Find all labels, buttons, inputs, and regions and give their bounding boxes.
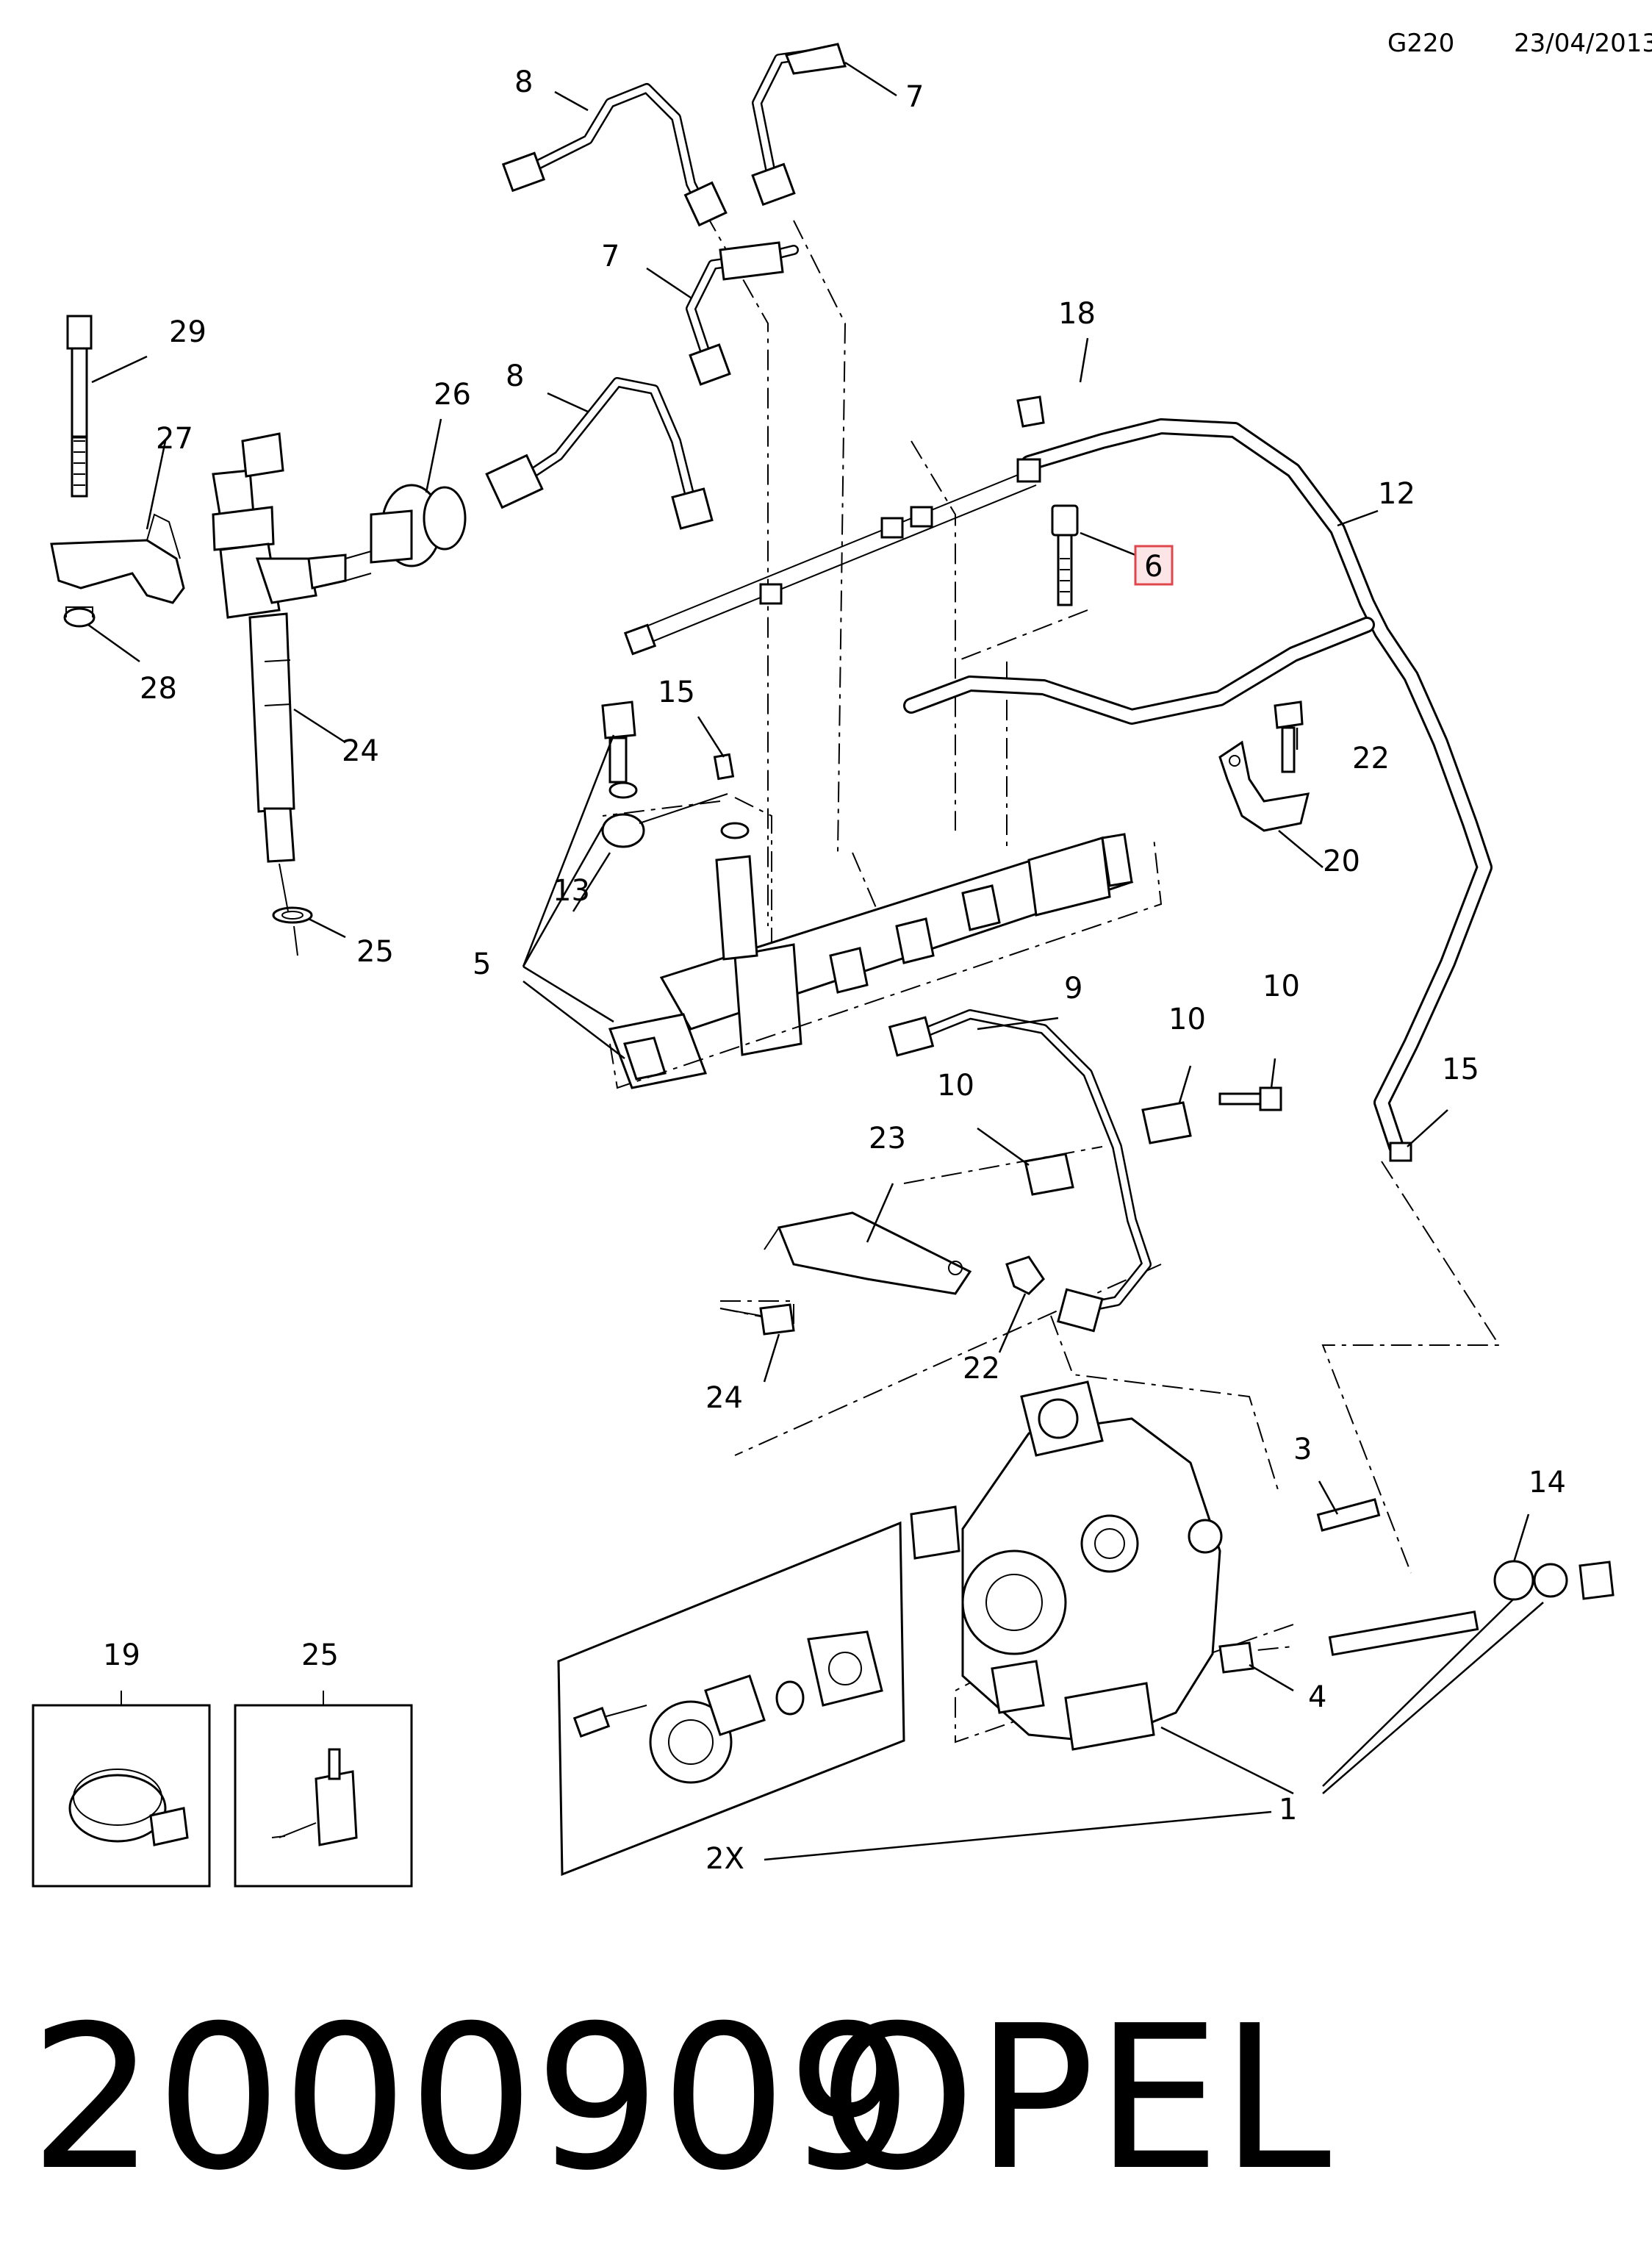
callout-15-upper: 15 — [658, 676, 695, 709]
header-code: G220 — [1387, 29, 1454, 58]
pump-1 — [910, 1380, 1223, 1751]
callout-8-top: 8 — [514, 65, 533, 99]
bracket-18 — [1218, 740, 1310, 832]
callout-4: 4 — [1308, 1680, 1326, 1714]
callout-9: 9 — [1064, 972, 1082, 1006]
callout-6: 6 — [1144, 550, 1163, 584]
callout-22: 24 — [705, 1381, 743, 1415]
callout-16: 18 — [1058, 297, 1096, 331]
callout-6-highlight[interactable]: 6 — [1134, 545, 1174, 586]
header-date: 23/04/2013 — [1514, 29, 1652, 58]
callouts: 8 7 7 8 18 12 29 26 27 28 24 15 22 20 13… — [103, 65, 1566, 1876]
wiring-harness-12 — [623, 418, 1493, 1162]
callout-8-mid: 8 — [506, 359, 524, 393]
callout-26: 26 — [434, 378, 471, 412]
callout-24: 24 — [342, 734, 379, 768]
callout-25: 25 — [356, 935, 394, 969]
callout-10-upper: 10 — [1168, 1003, 1206, 1036]
callout-18: 20 — [1323, 845, 1360, 878]
bolt-29-head — [66, 315, 93, 350]
fuel-lines-top — [485, 43, 847, 530]
callout-7-top: 7 — [905, 80, 924, 114]
alignment-lines — [602, 212, 1501, 1744]
callout-29: 29 — [169, 315, 206, 349]
pipe-9 — [888, 1009, 1152, 1333]
callout-2x: 2X — [705, 1842, 744, 1876]
callout-5: 5 — [473, 947, 491, 981]
fitting-14 — [1328, 1560, 1615, 1656]
callout-13: 13 — [553, 874, 590, 908]
callout-17: 19 — [103, 1638, 140, 1672]
callout-23: 25 — [301, 1638, 339, 1672]
callout-27: 27 — [156, 422, 193, 456]
callout-20: 22 — [963, 1352, 1000, 1386]
box-23 — [234, 1691, 413, 1888]
stud-3 — [1316, 1498, 1381, 1532]
clamp-27 — [50, 539, 185, 604]
bracket-21 — [764, 1211, 972, 1295]
footer-part-number: 2000909 — [29, 1982, 913, 2214]
leader-lines — [87, 61, 1544, 1861]
callout-14: 14 — [1529, 1466, 1566, 1499]
callout-1: 1 — [1279, 1793, 1297, 1827]
callout-11: 10 — [1263, 970, 1300, 1003]
callout-7-mid: 7 — [601, 240, 620, 273]
nut-20 — [1005, 1255, 1045, 1295]
pressure-sensor — [715, 855, 758, 961]
bolt-19 — [1274, 700, 1304, 773]
footer-brand: OPEL — [819, 1982, 1332, 2214]
injector-group — [50, 315, 347, 956]
box-17 — [32, 1691, 211, 1888]
inset-2x — [557, 1521, 905, 1877]
bolt-6 — [1051, 504, 1079, 606]
callout-10-lower: 10 — [937, 1069, 974, 1103]
clip-10-upper — [1141, 1101, 1192, 1144]
clip-10-lower — [1024, 1153, 1074, 1196]
callout-28: 28 — [140, 672, 177, 706]
clip-16 — [1016, 395, 1045, 428]
bolt-11 — [1218, 1086, 1282, 1111]
callout-19: 22 — [1352, 742, 1390, 775]
callout-21: 23 — [869, 1122, 906, 1155]
bolt-5 — [601, 700, 750, 848]
callout-15-lower: 15 — [1442, 1053, 1479, 1086]
bolt-22 — [719, 1303, 795, 1336]
callout-3: 3 — [1293, 1433, 1312, 1466]
fuel-rail-5 — [608, 833, 1163, 1089]
callout-12: 12 — [1378, 477, 1415, 511]
fitting-26 — [345, 484, 467, 581]
nut-4 — [1218, 1641, 1254, 1674]
